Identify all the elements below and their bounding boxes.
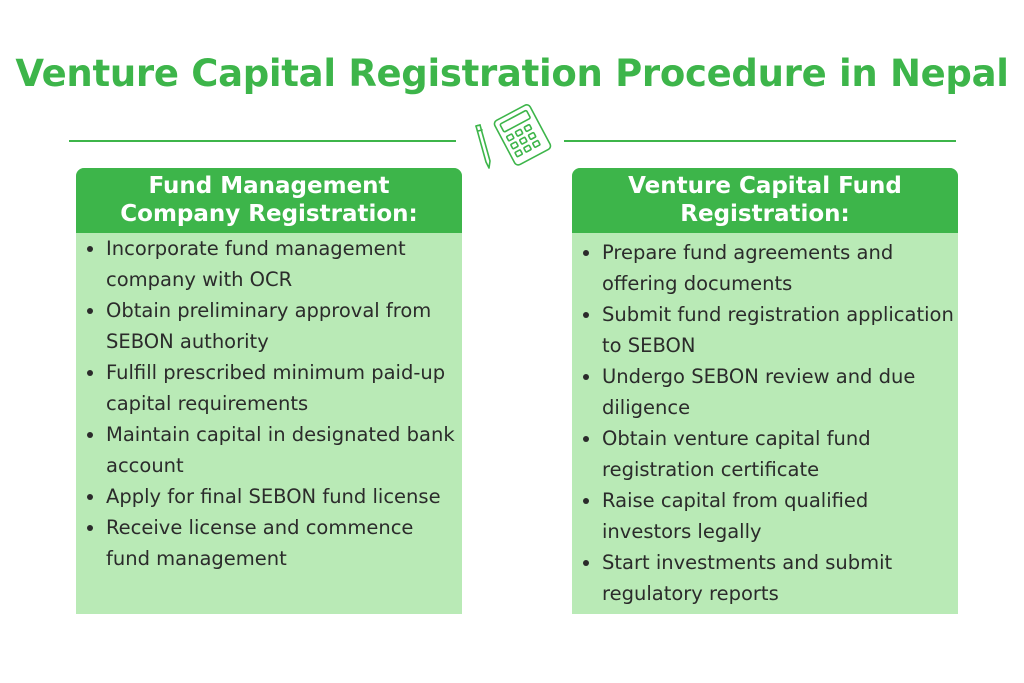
list-item: Raise capital from qualified investors l… [572,485,958,547]
venture-capital-fund-card: Venture Capital Fund Registration: Prepa… [572,168,958,614]
card-heading: Venture Capital Fund Registration: [572,168,958,233]
step-list: Incorporate fund management company with… [76,233,462,574]
list-item: Fulfill prescribed minimum paid-up capit… [76,357,462,419]
list-item: Maintain capital in designated bank acco… [76,419,462,481]
fund-management-card: Fund Management Company Registration: In… [76,168,462,614]
divider-left [69,140,456,142]
list-item: Start investments and submit regulatory … [572,547,958,609]
card-heading-line: Company Registration: [120,201,418,227]
list-item: Undergo SEBON review and due diligence [572,361,958,423]
list-item: Prepare fund agreements and offering doc… [572,237,958,299]
card-heading: Fund Management Company Registration: [76,168,462,233]
list-item: Obtain venture capital fund registration… [572,423,958,485]
step-list: Prepare fund agreements and offering doc… [572,233,958,609]
page-title: Venture Capital Registration Procedure i… [15,52,1009,95]
calculator-and-pen-icon [475,104,552,169]
card-heading-line: Registration: [680,201,850,227]
list-item: Apply for final SEBON fund license [76,481,462,512]
list-item: Receive license and commence fund manage… [76,512,462,574]
divider-right [564,140,956,142]
list-item: Obtain preliminary approval from SEBON a… [76,295,462,357]
list-item: Incorporate fund management company with… [76,233,462,295]
card-heading-line: Venture Capital Fund [628,173,902,199]
card-heading-line: Fund Management [148,173,390,199]
list-item: Submit fund registration application to … [572,299,958,361]
